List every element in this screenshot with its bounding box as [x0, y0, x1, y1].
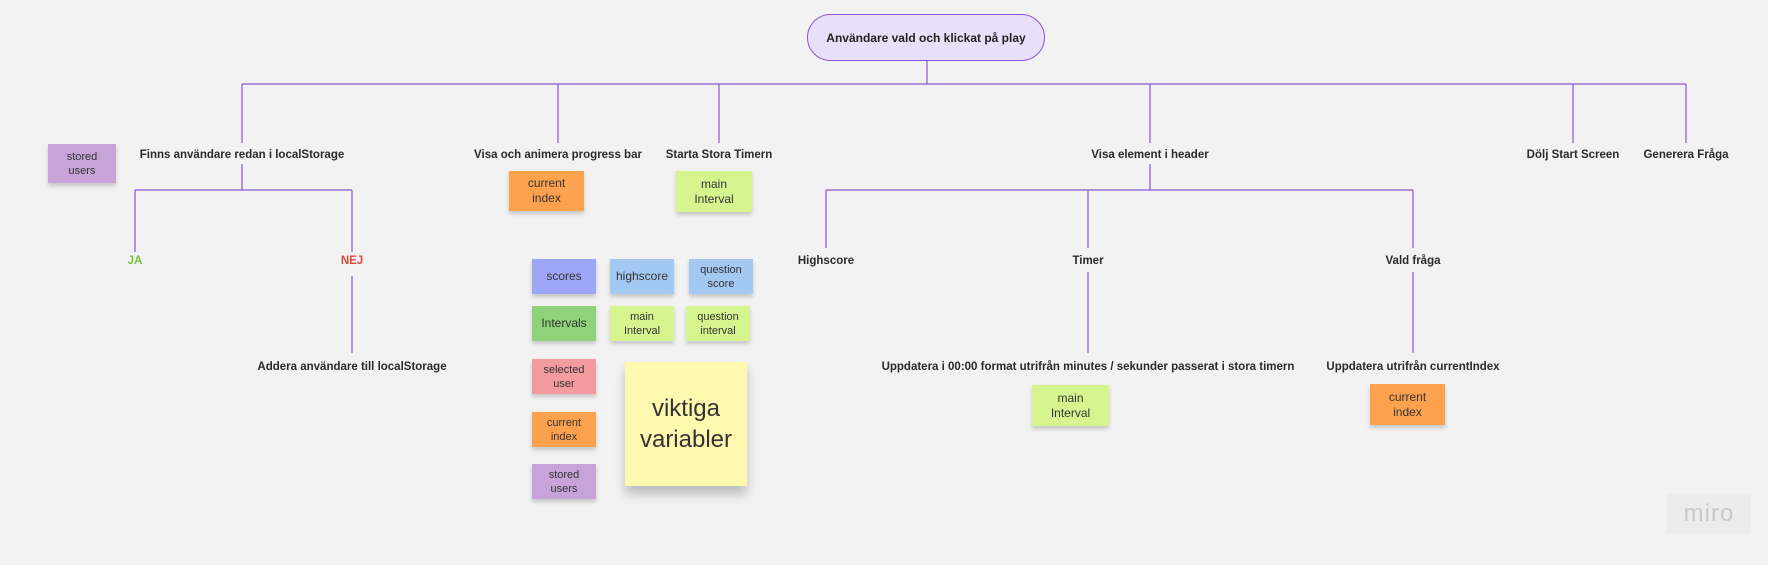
sticky-current-index[interactable]: current index: [509, 171, 584, 211]
node-add-user[interactable]: Addera användare till localStorage: [257, 361, 447, 373]
branch-start-timer[interactable]: Starta Stora Timern: [665, 149, 773, 161]
sticky-current-index-header[interactable]: current index: [1370, 384, 1445, 425]
legend-current-index[interactable]: current index: [532, 412, 596, 447]
root-node[interactable]: Användare vald och klickat på play: [807, 14, 1045, 61]
node-highscore[interactable]: Highscore: [797, 255, 855, 267]
legend-main-interval[interactable]: main Interval: [610, 306, 674, 341]
legend-highscore[interactable]: highscore: [610, 259, 674, 294]
node-timer-detail[interactable]: Uppdatera i 00:00 format utrifrån minute…: [881, 361, 1295, 373]
node-timer[interactable]: Timer: [1072, 255, 1104, 267]
branch-hide-start-screen[interactable]: Dölj Start Screen: [1526, 149, 1620, 161]
legend-question-interval[interactable]: question interval: [686, 306, 750, 341]
branch-header-elements[interactable]: Visa element i header: [1091, 149, 1209, 161]
sticky-stored-users[interactable]: stored users: [48, 144, 116, 183]
branch-generate-question[interactable]: Generera Fråga: [1643, 149, 1729, 161]
sticky-main-interval-header[interactable]: main Interval: [1032, 385, 1109, 426]
branch-progress-bar[interactable]: Visa och animera progress bar: [474, 149, 642, 161]
legend-question-score[interactable]: question score: [689, 259, 753, 294]
sticky-main-interval[interactable]: main Interval: [676, 171, 752, 212]
miro-logo: miro: [1667, 494, 1751, 534]
node-nej[interactable]: NEJ: [340, 255, 364, 267]
node-selected-question[interactable]: Vald fråga: [1385, 255, 1441, 267]
node-question-detail[interactable]: Uppdatera utrifrån currentIndex: [1326, 361, 1500, 373]
legend-intervals[interactable]: Intervals: [532, 306, 596, 341]
legend-title-sticky[interactable]: viktiga variabler: [625, 362, 747, 486]
connector-localstorage-children: [134, 164, 353, 252]
node-ja[interactable]: JA: [127, 255, 143, 267]
legend-stored-users[interactable]: stored users: [532, 464, 596, 499]
legend-selected-user[interactable]: selected user: [532, 359, 596, 394]
connector-header-children: [825, 164, 1414, 248]
branch-localstorage-check[interactable]: Finns användare redan i localStorage: [139, 149, 345, 161]
legend-scores[interactable]: scores: [532, 259, 596, 294]
